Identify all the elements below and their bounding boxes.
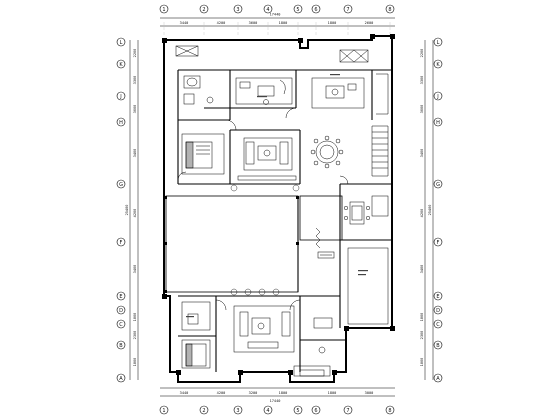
dimension-segment-left: 4200 (133, 209, 137, 218)
axis-label-left: L (120, 40, 123, 46)
axis-label-bottom: 8 (388, 408, 391, 414)
axis-label-left: B (119, 343, 123, 349)
dimension-segment-left: 2200 (133, 49, 137, 58)
axis-label-left: J (119, 94, 121, 100)
dimension-segment-bottom: 3200 (249, 391, 258, 395)
dimension-segment-bottom: 3000 (365, 391, 374, 395)
dimension-segment-bottom: 1800 (328, 391, 337, 395)
dimension-segment-left: 3300 (133, 76, 137, 85)
axis-label-bottom: 1 (162, 408, 165, 414)
axis-label-right: D (436, 308, 440, 314)
axis-label-top: 8 (388, 7, 391, 13)
dimension-segment-bottom: 1800 (279, 391, 288, 395)
axis-label-right: F (437, 240, 440, 246)
planters (230, 184, 300, 296)
axis-label-bottom: 7 (346, 408, 349, 414)
axis-label-left: D (119, 308, 123, 314)
axis-label-bottom: 6 (314, 408, 317, 414)
dimension-segment-top: 1800 (279, 21, 288, 25)
dimension-overall-right: 25400 (428, 205, 432, 216)
dimension-overall-bottom: 17440 (270, 399, 281, 403)
dimension-overall-top: 17440 (270, 13, 281, 17)
axis-label-right: K (436, 62, 440, 68)
dimension-segment-bottom: 3440 (180, 391, 189, 395)
axis-label-top: 2 (202, 7, 205, 13)
bottom-axis-markers (159, 405, 395, 415)
axis-label-left: F (120, 240, 123, 246)
axis-label-right: C (436, 322, 440, 328)
axis-label-bottom: 3 (236, 408, 239, 414)
dimension-segment-right: 2300 (420, 331, 424, 340)
dimension-lines (129, 17, 434, 397)
dimension-segment-right: 4200 (420, 209, 424, 218)
axis-label-right: J (436, 94, 438, 100)
dimension-segment-left: 2300 (133, 331, 137, 340)
right-axis-markers (433, 37, 443, 383)
dimension-segment-left: 3400 (133, 149, 137, 158)
axis-label-right: B (436, 343, 440, 349)
axis-label-bottom: 4 (266, 408, 269, 414)
axis-label-bottom: 2 (202, 408, 205, 414)
axis-label-left: E (119, 294, 122, 300)
dimension-segment-top: 2600 (365, 21, 374, 25)
dimension-segment-right: 3400 (420, 149, 424, 158)
axis-label-top: 5 (296, 7, 299, 13)
axis-label-left: A (119, 376, 123, 382)
axis-label-bottom: 5 (296, 408, 299, 414)
dimension-segment-left: 1800 (133, 358, 137, 367)
axis-label-left: H (119, 120, 123, 126)
dimension-segment-top: 1800 (328, 21, 337, 25)
dimension-segment-left: 3400 (133, 265, 137, 274)
axis-label-left: C (119, 322, 123, 328)
axis-label-right: H (436, 120, 440, 126)
dimension-segment-right: 3000 (420, 105, 424, 114)
dimension-segment-left: 1800 (133, 313, 137, 322)
dimension-segment-right: 3400 (420, 265, 424, 274)
room-annotations (186, 74, 368, 318)
dimension-segment-right: 1800 (420, 313, 424, 322)
axis-label-left: G (119, 182, 123, 188)
dimension-segment-bottom: 4200 (217, 391, 226, 395)
axis-label-top: 4 (266, 7, 269, 13)
furniture (175, 45, 389, 377)
axis-label-right: G (436, 182, 440, 188)
dimension-overall-left: 25400 (125, 205, 129, 216)
axis-label-top: 3 (236, 7, 239, 13)
dimension-segment-top: 4200 (217, 21, 226, 25)
axis-label-right: A (436, 376, 440, 382)
wall-columns (162, 34, 395, 375)
grid-axis-lines (163, 22, 391, 36)
axis-label-left: K (119, 62, 123, 68)
axis-label-right: E (436, 294, 439, 300)
axis-label-top: 1 (162, 7, 165, 13)
axis-label-right: L (437, 40, 440, 46)
courtyard-columns (164, 196, 299, 293)
top-axis-markers (159, 4, 395, 14)
dimension-segment-right: 3300 (420, 76, 424, 85)
axis-label-top: 7 (346, 7, 349, 13)
left-axis-markers (116, 37, 126, 383)
dimension-segment-top: 3600 (249, 21, 258, 25)
dimension-segment-right: 2200 (420, 49, 424, 58)
axis-label-top: 6 (314, 7, 317, 13)
dimension-segment-right: 1800 (420, 358, 424, 367)
dimension-segment-top: 3440 (180, 21, 189, 25)
dimension-segment-left: 3000 (133, 105, 137, 114)
interior-walls (165, 69, 392, 372)
